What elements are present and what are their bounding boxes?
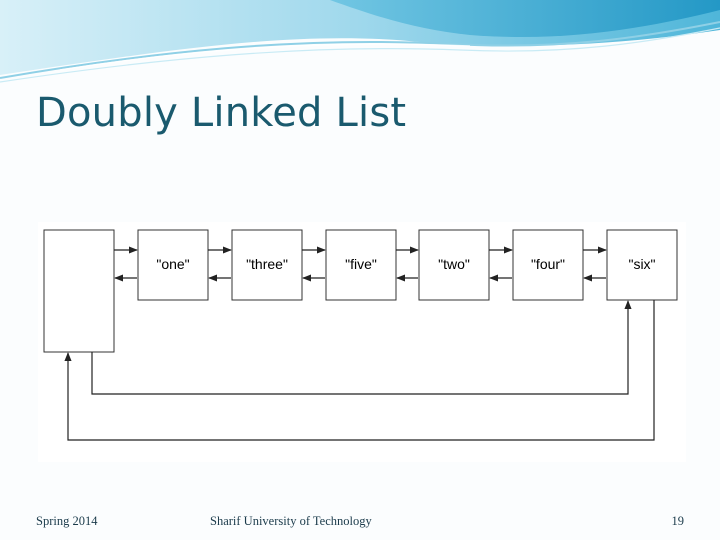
page-number: 19 — [671, 514, 685, 528]
footer-date: Spring 2014 — [36, 514, 98, 528]
node-label: "six" — [628, 256, 655, 272]
node-label: "three" — [246, 256, 288, 272]
head-node — [43, 229, 115, 353]
node-6: "six" — [606, 229, 678, 301]
node-1: "one" — [137, 229, 209, 301]
node-label: "four" — [531, 256, 565, 272]
header-banner — [0, 0, 720, 83]
node-5: "four" — [512, 229, 584, 301]
node-label: "one" — [156, 256, 189, 272]
slide-title: Doubly Linked List — [36, 90, 407, 136]
wrap-around-arrows — [64, 300, 655, 441]
node-3: "five" — [325, 229, 397, 301]
node-label: "five" — [345, 256, 377, 272]
node-label: "two" — [438, 256, 470, 272]
node-4: "two" — [418, 229, 490, 301]
doubly-linked-list-diagram: "one" "three" "five" "two" "four" "six" — [38, 222, 686, 462]
footer-institution: Sharif University of Technology — [210, 514, 372, 528]
node-2: "three" — [231, 229, 303, 301]
